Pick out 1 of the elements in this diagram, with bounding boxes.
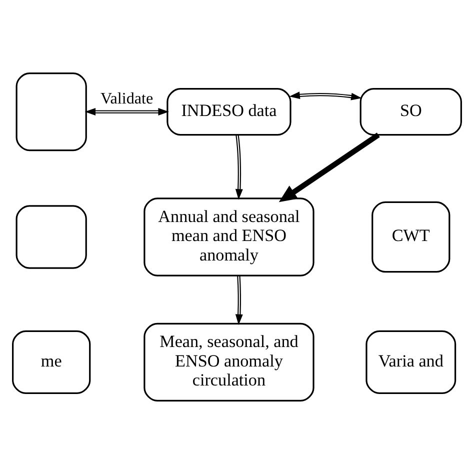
edge-label: Validate <box>100 90 154 108</box>
